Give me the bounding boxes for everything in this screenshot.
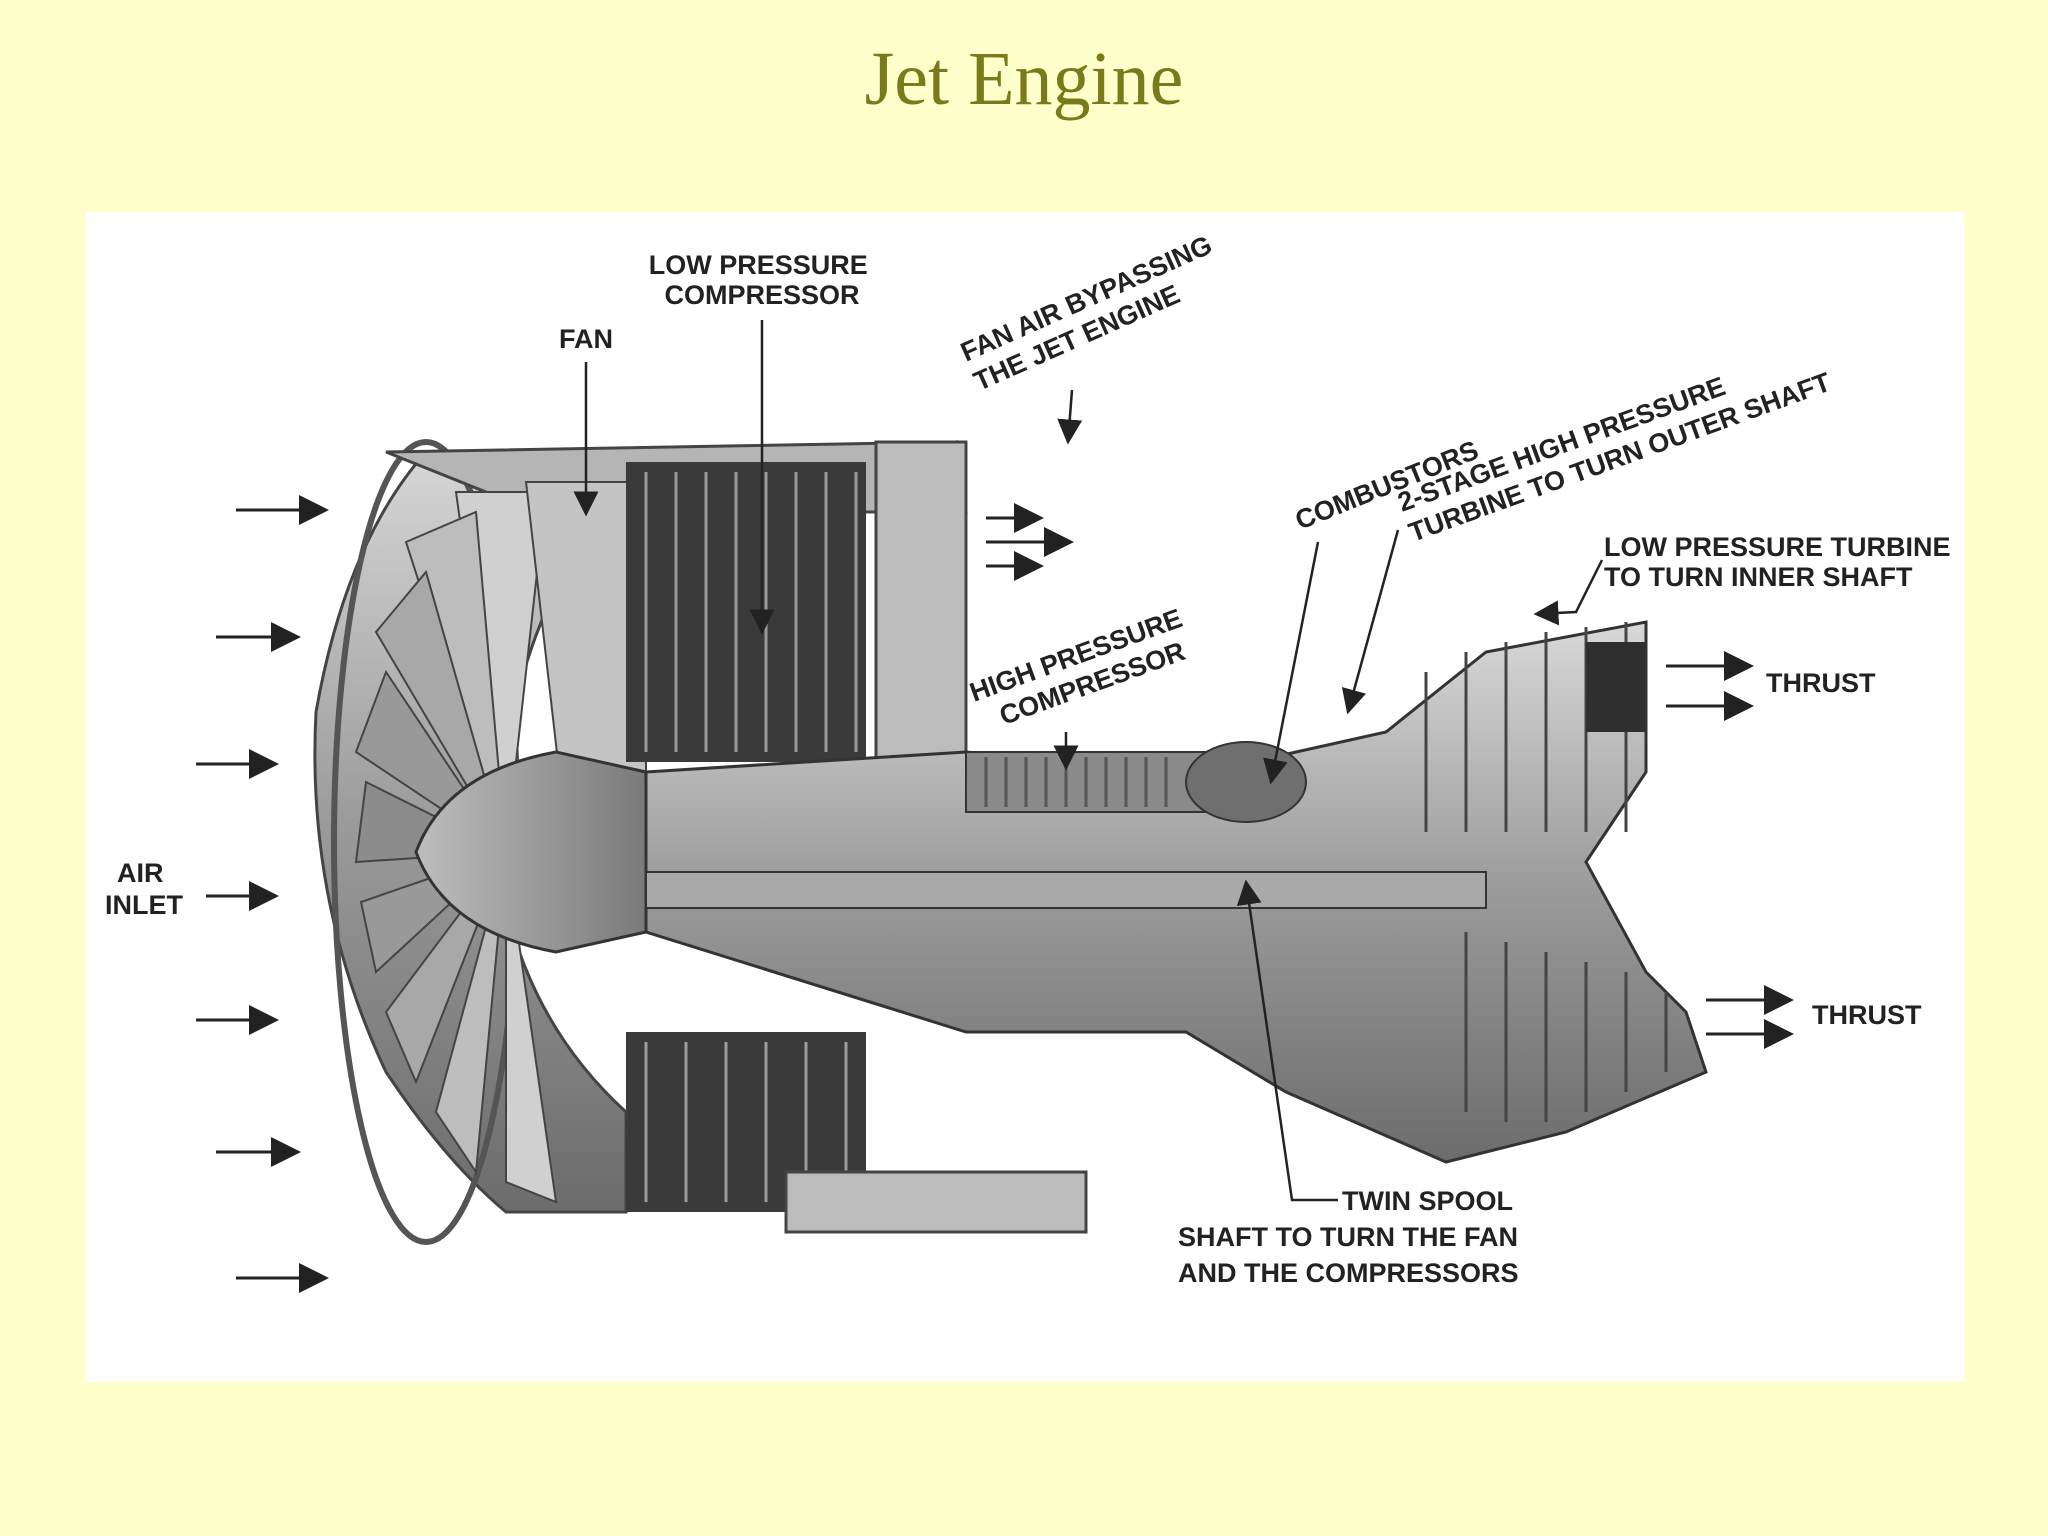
label-air-inlet: AIR INLET [105,858,184,920]
engine-illustration: LOW PRESSURE COMPRESSOR FAN FAN AIR BYPA… [105,227,1958,1293]
low-pressure-compressor-section [626,462,866,1212]
airflow-arrows [196,495,1794,1293]
label-fan: FAN [559,324,613,354]
label-thrust-lower: THRUST [1812,1000,1922,1030]
label-low-pressure-turbine: LOW PRESSURE TURBINE TO TURN INNER SHAFT [1604,532,1958,592]
label-twin-spool: TWIN SPOOL SHAFT TO TURN THE FAN AND THE… [1178,1186,1526,1288]
leader-lines [573,320,1604,1202]
engine-diagram: LOW PRESSURE COMPRESSOR FAN FAN AIR BYPA… [86,212,1964,1382]
label-low-pressure-compressor: LOW PRESSURE COMPRESSOR [649,250,876,310]
label-high-pressure-compressor: HIGH PRESSURE COMPRESSOR [966,600,1204,737]
label-fan-air-bypass: FAN AIR BYPASSING THE JET ENGINE [956,227,1236,397]
shaft [645,871,1487,909]
slide-title: Jet Engine [864,37,1184,121]
label-thrust-upper: THRUST [1766,668,1876,698]
